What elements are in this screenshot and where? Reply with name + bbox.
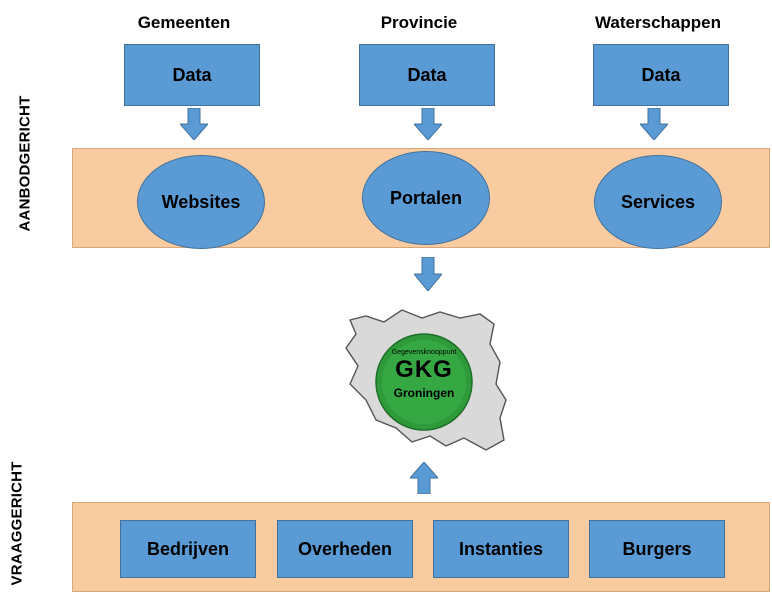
aanbodgericht-label: AANBODGERICHT — [16, 95, 34, 232]
column-title-gemeenten: Gemeenten — [137, 13, 231, 32]
data-box-gemeenten: Data — [124, 44, 260, 106]
logo-top-text: Gegevensknooppunt — [391, 349, 457, 356]
gkg-logo: Gegevensknooppunt GKG Groningen — [336, 300, 512, 460]
box-bedrijven: Bedrijven — [120, 520, 256, 578]
box-burgers: Burgers — [589, 520, 725, 578]
arrow-down-icon — [180, 108, 208, 140]
oval-services: Services — [594, 155, 722, 249]
oval-websites: Websites — [137, 155, 265, 249]
oval-portalen: Portalen — [362, 151, 490, 245]
data-box-waterschappen: Data — [593, 44, 729, 106]
column-title-waterschappen: Waterschappen — [595, 13, 721, 32]
data-box-provincie: Data — [359, 44, 495, 106]
vraaggericht-label: VRAAGGERICHT — [8, 461, 26, 586]
arrow-down-icon — [640, 108, 668, 140]
column-title-provincie: Provincie — [380, 13, 458, 32]
groningen-map-icon — [345, 309, 507, 451]
logo-main-text: GKG — [395, 356, 453, 383]
logo-bottom-text: Groningen — [393, 386, 455, 400]
arrow-down-icon — [414, 257, 442, 291]
box-overheden: Overheden — [277, 520, 413, 578]
arrow-down-icon — [414, 108, 442, 140]
arrow-up-icon — [410, 462, 438, 494]
box-instanties: Instanties — [433, 520, 569, 578]
